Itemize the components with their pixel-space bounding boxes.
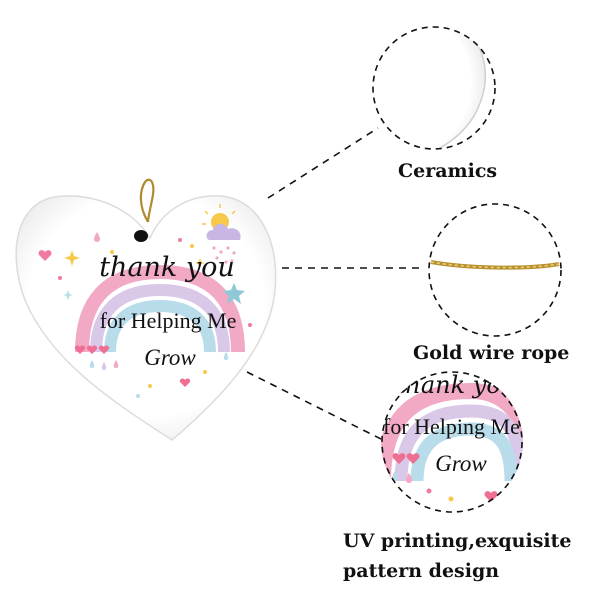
ceramics-detail-circle xyxy=(372,26,496,150)
rainbow-graphic xyxy=(75,264,245,353)
gold-wire-rope-label: Gold wire rope xyxy=(413,342,570,364)
sparkle-icon-gold xyxy=(195,258,205,268)
ceramics-label: Ceramics xyxy=(398,160,498,182)
uv-printing-label-line1: UV printing,exquisite xyxy=(343,530,572,552)
uv-detail-dashed-border xyxy=(381,371,523,513)
ceramic-edge-closeup xyxy=(373,27,487,149)
zoom-heart-icon-2 xyxy=(406,453,420,464)
heart-shape xyxy=(15,195,277,441)
drop-icon-pink xyxy=(94,232,100,242)
uv-zoom-graphics xyxy=(381,371,523,513)
cloud-icon xyxy=(206,223,241,240)
ornament-grow-text: Grow xyxy=(144,345,196,370)
heart-icon-right xyxy=(179,378,191,387)
sparkle-icon-small xyxy=(63,290,73,300)
heart-icon-row-2 xyxy=(86,345,98,354)
confetti-dots xyxy=(58,238,252,398)
uv-printing-label-line2: pattern design xyxy=(343,560,500,582)
ornament-thank-you-text: thank you xyxy=(99,252,235,283)
heart-icon-row-3 xyxy=(98,345,110,354)
uv-print-detail-circle: thank you for Helping Me Grow xyxy=(381,371,523,513)
hanging-hole xyxy=(134,230,148,242)
drop-icon-lilac xyxy=(101,362,107,370)
drop-icon-blue-2 xyxy=(223,352,229,360)
star-icon xyxy=(223,283,245,304)
zoom-grow-text: Grow xyxy=(435,451,487,476)
rain-drops-icon xyxy=(212,246,236,264)
zoom-thank-you-text: thank you xyxy=(395,371,517,399)
drop-icon-blue xyxy=(89,360,95,368)
sun-rays-icon xyxy=(202,204,236,225)
connector-line-ceramics xyxy=(267,127,379,199)
gold-wire-loop xyxy=(139,178,155,223)
zoom-heart-icon-3 xyxy=(484,491,498,502)
heart-icon-row xyxy=(74,345,86,354)
heart-icon-small xyxy=(38,250,52,261)
zoom-drop-icon xyxy=(392,471,398,481)
rope-detail-circle xyxy=(428,203,562,337)
zoom-helping-text: for Helping Me xyxy=(383,414,520,439)
uv-printing-label: UV printing,exquisite pattern design xyxy=(343,526,571,586)
sparkle-icon xyxy=(64,250,80,266)
ornament-helping-text: for Helping Me xyxy=(99,308,237,333)
zoom-heart-icon xyxy=(392,453,406,464)
drop-icon-pink-2 xyxy=(113,360,119,368)
zoom-drop-icon-2 xyxy=(406,473,412,483)
